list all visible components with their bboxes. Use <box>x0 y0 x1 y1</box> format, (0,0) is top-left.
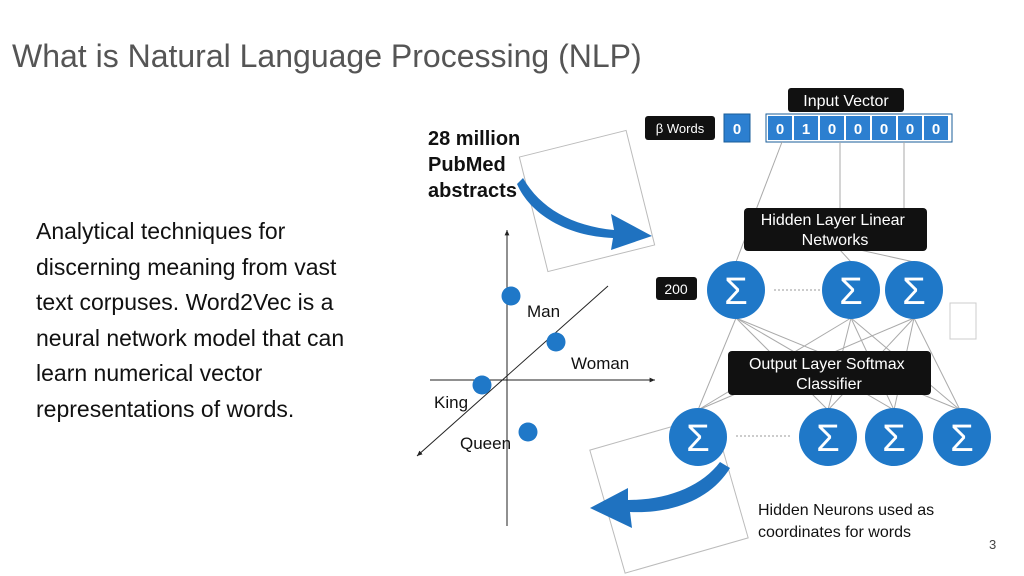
vector-cell-value: 0 <box>932 121 940 138</box>
output-layer-label-box <box>728 351 931 395</box>
neuron <box>707 261 765 319</box>
vector-cell-value: 0 <box>733 121 741 138</box>
vector-cell <box>768 116 792 140</box>
input-vector-label-box <box>788 88 904 112</box>
body-line: neural network model that can <box>36 324 345 351</box>
input-arrow-icon <box>517 178 652 250</box>
hidden-layer-label-box <box>744 208 927 251</box>
return-arrow-icon <box>590 462 730 528</box>
vector-cell-value: 0 <box>880 121 888 138</box>
slide-title: What is Natural Language Processing (NLP… <box>12 38 642 74</box>
words-label: β Words <box>656 121 705 136</box>
vector-cell <box>846 116 870 140</box>
vector-cell <box>872 116 896 140</box>
sigma-icon: Σ <box>686 418 710 460</box>
word-point-man <box>501 286 521 306</box>
vector-cell <box>723 113 751 143</box>
vector-cell <box>794 116 818 140</box>
vector-box <box>765 113 953 143</box>
word-label-woman: Woman <box>571 354 629 373</box>
page-number: 3 <box>989 537 997 552</box>
body-text: Analytical techniques for discerning mea… <box>36 214 396 427</box>
body-line: text corpuses. Word2Vec is a <box>36 289 334 315</box>
word-point-king <box>472 375 492 395</box>
word-label-queen: Queen <box>460 434 511 453</box>
sigma-icon: Σ <box>724 271 748 313</box>
vector-cell-value: 0 <box>854 121 862 138</box>
body-line: discerning meaning from vast <box>36 253 337 280</box>
input-vector-label: Input Vector <box>803 93 889 110</box>
sigma-icon: Σ <box>950 418 974 460</box>
output-neurons: Σ Σ Σ Σ <box>669 408 991 466</box>
z-axis <box>416 285 609 457</box>
neuron <box>865 408 923 466</box>
vector-cell <box>898 116 922 140</box>
vector-cell <box>820 116 844 140</box>
hidden-size-label: 200 <box>664 281 688 297</box>
vector-cell-value: 0 <box>828 121 836 138</box>
neuron <box>885 261 943 319</box>
sigma-icon: Σ <box>902 271 926 313</box>
sigma-icon: Σ <box>839 271 863 313</box>
words-label-box <box>645 116 715 140</box>
neuron <box>669 408 727 466</box>
body-line: representations of words. <box>36 395 295 422</box>
hidden-layer-label: Hidden Layer Linear Networks <box>761 212 910 249</box>
hidden-neurons: Σ Σ Σ <box>707 261 943 319</box>
vector-cells: 0 1 0 0 0 0 0 <box>768 116 948 140</box>
output-layer-label: Output Layer Softmax Classifier <box>749 356 909 393</box>
neuron <box>933 408 991 466</box>
pubmed-frame <box>518 129 656 273</box>
body-line: learn numerical vector <box>36 360 263 386</box>
vector-cell-value: 0 <box>906 121 914 138</box>
neuron <box>799 408 857 466</box>
word-label-man: Man <box>527 302 560 321</box>
sigma-icon: Σ <box>816 418 840 460</box>
word-point-woman <box>546 332 566 352</box>
embedding-plot: Man Woman King Queen <box>416 230 655 526</box>
placeholder-box <box>949 302 977 340</box>
vector-cell-value: 1 <box>802 121 810 138</box>
hidden-neurons-caption: Hidden Neurons used as coordinates for w… <box>758 502 939 541</box>
vector-cell-value: 0 <box>776 121 784 138</box>
sigma-icon: Σ <box>882 418 906 460</box>
neuron <box>822 261 880 319</box>
word-label-king: King <box>434 393 468 412</box>
body-line: Analytical techniques for <box>36 218 286 244</box>
vector-cell <box>924 116 948 140</box>
pubmed-label: 28 million PubMed abstracts <box>428 128 526 202</box>
hidden-size-box <box>656 277 697 300</box>
word-point-queen <box>518 422 538 442</box>
